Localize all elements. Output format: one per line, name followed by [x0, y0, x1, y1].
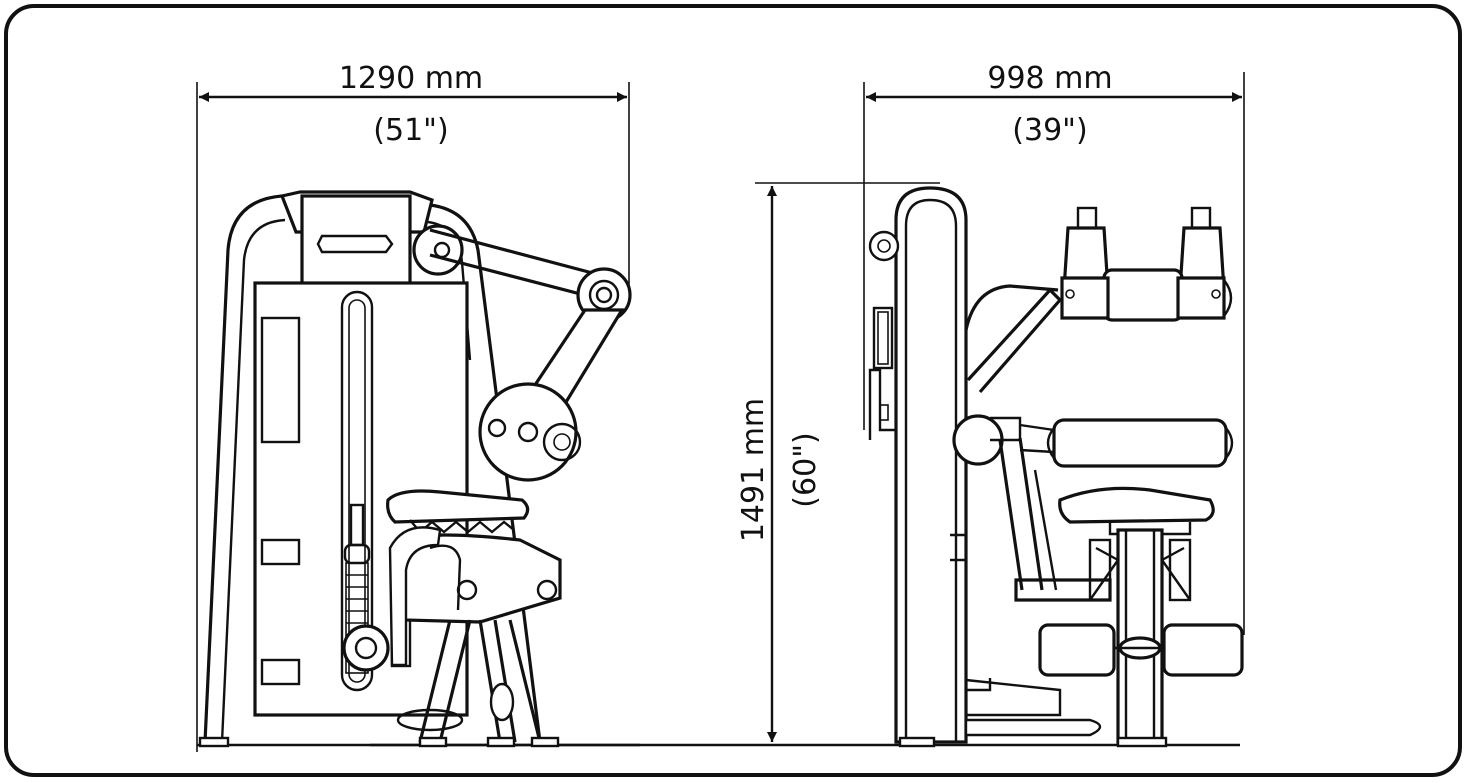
width-front-inch: (51"): [373, 113, 448, 148]
seat-column: [1116, 528, 1164, 744]
dimension-width-side: 998 mm (39"): [863, 61, 1245, 635]
dimension-height: 1491 mm (60"): [736, 182, 940, 742]
lower-roller-pad: [1052, 418, 1228, 468]
height-inch: (60"): [788, 432, 823, 507]
height-mm: 1491 mm: [736, 398, 771, 542]
width-side-mm: 998 mm: [987, 61, 1112, 96]
pulley: [342, 624, 390, 672]
weight-stack: [343, 503, 371, 674]
upper-pad-assembly: [1060, 206, 1233, 322]
machine-side-view: [868, 186, 1244, 748]
machine-front-view: [198, 190, 632, 748]
width-front-mm: 1290 mm: [339, 61, 483, 96]
side-seat: [1058, 486, 1215, 524]
seat: [386, 489, 530, 524]
dimension-width-front: 1290 mm (51"): [196, 61, 630, 752]
logo-plate: [316, 234, 394, 254]
width-side-inch: (39"): [1012, 113, 1087, 148]
upright-frame: [894, 186, 968, 744]
cam-disc: [478, 382, 578, 482]
